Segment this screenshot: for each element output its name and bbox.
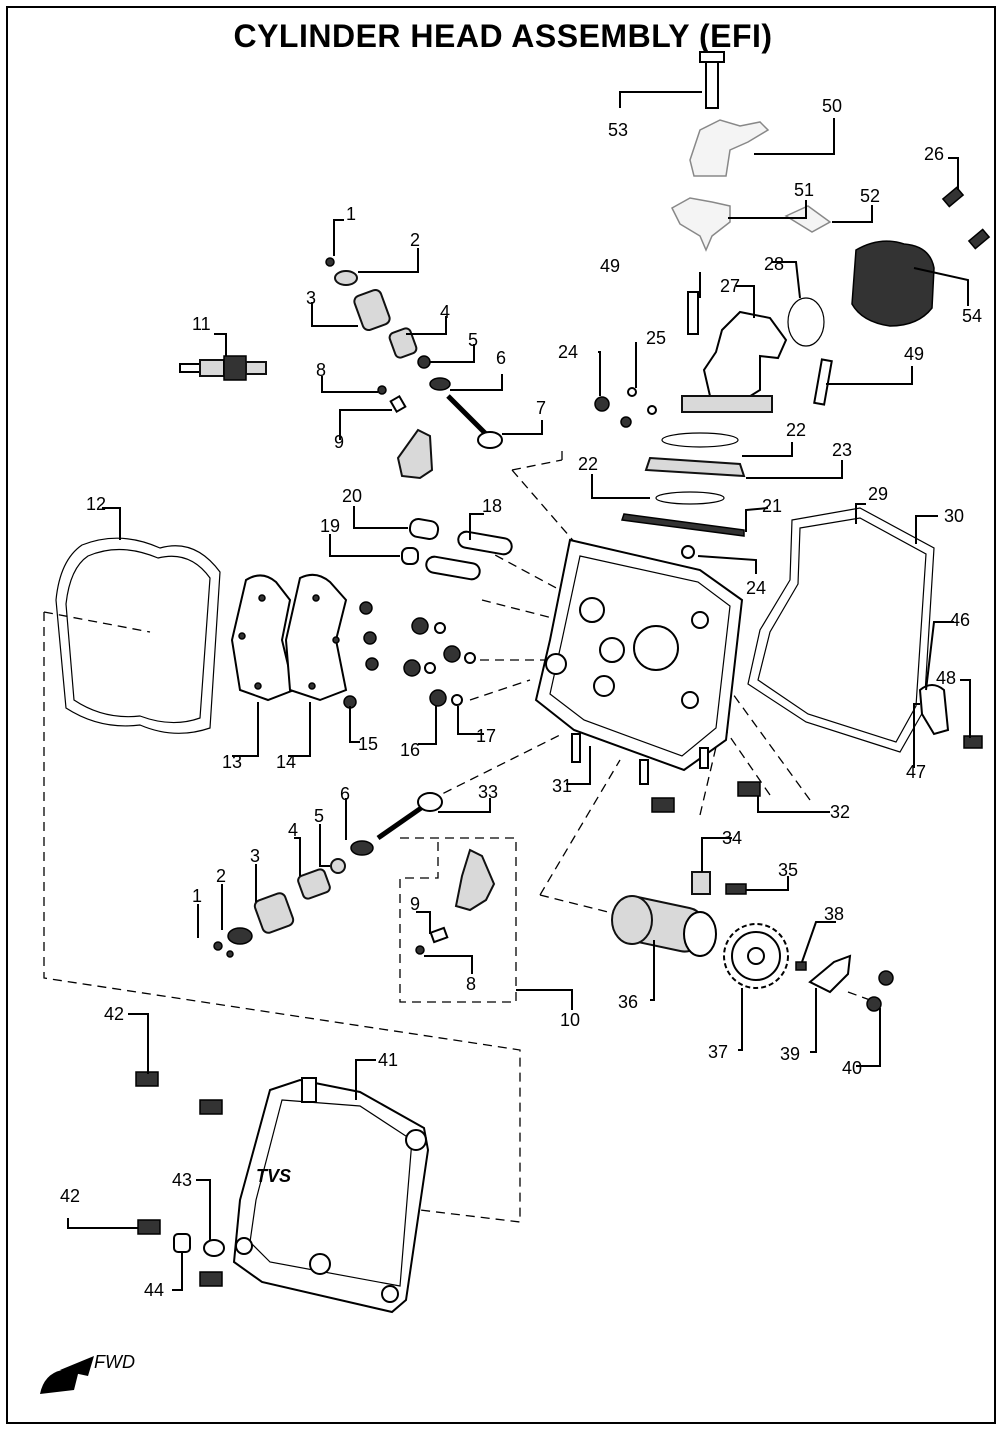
callout-38: 38 [824,904,844,924]
callout-51: 51 [794,180,814,200]
callout-9: 9 [334,432,344,452]
callout-10: 10 [560,1010,580,1030]
intake-gaskets [594,387,746,559]
callout-40: 40 [842,1058,862,1078]
callout-30: 30 [944,506,964,526]
callout-54: 54 [962,306,982,326]
callout-17: 17 [476,726,496,746]
leader-lines [67,91,971,1291]
callout-7: 7 [536,398,546,418]
callout-labels: 53 50 26 51 52 1 2 49 28 27 54 3 4 11 5 … [60,96,982,1300]
spark-plug [179,355,267,381]
callout-42: 42 [104,1004,124,1024]
callout-32: 32 [830,802,850,822]
callout-39: 39 [780,1044,800,1064]
callout-50: 50 [822,96,842,116]
cylinder-head [534,538,744,785]
intake-manifold [681,291,833,413]
callout-25: 25 [646,328,666,348]
callout-47: 47 [906,762,926,782]
cylinder-head-cover: TVS [135,1071,430,1314]
callout-52: 52 [860,186,880,206]
callout-18: 18 [482,496,502,516]
callout-5-lower: 5 [314,806,324,826]
plate-bolts-and-nuts [343,601,476,709]
callout-22: 22 [786,420,806,440]
callout-19: 19 [320,516,340,536]
callout-29: 29 [868,484,888,504]
fuel-injector-assembly [671,51,832,252]
callout-33: 33 [478,782,498,802]
callout-5: 5 [468,330,478,350]
shafts-and-pins [401,517,513,581]
callout-4: 4 [440,302,450,322]
callout-8: 8 [316,360,326,380]
valve-cover-gasket [55,537,221,734]
callout-1: 1 [346,204,356,224]
callout-22-lower: 22 [578,454,598,474]
breather-plates [230,573,348,702]
diagram-frame [6,6,996,1424]
page-title: CYLINDER HEAD ASSEMBLY (EFI) [233,18,773,54]
forward-direction-arrow: FWD [40,1352,135,1394]
callout-36: 36 [618,992,638,1012]
rocker-arm-kit [415,848,496,955]
callout-4-lower: 4 [288,820,298,840]
callout-46: 46 [950,610,970,630]
callout-9-lower: 9 [410,894,420,914]
callout-2-lower: 2 [216,866,226,886]
callout-24-lower: 24 [746,578,766,598]
callout-27: 27 [720,276,740,296]
callout-15: 15 [358,734,378,754]
callout-3-lower: 3 [250,846,260,866]
lower-valve-train [213,792,443,958]
callout-28: 28 [764,254,784,274]
callout-21: 21 [762,496,782,516]
callout-6: 6 [496,348,506,368]
callout-26: 26 [924,144,944,164]
callout-37: 37 [708,1042,728,1062]
callout-48: 48 [936,668,956,688]
callout-42-lower: 42 [60,1186,80,1206]
callout-3: 3 [306,288,316,308]
callout-23: 23 [832,440,852,460]
callout-11: 11 [192,314,211,334]
callout-35: 35 [778,860,798,880]
callout-49: 49 [600,256,620,276]
callout-24: 24 [558,342,578,362]
fwd-label: FWD [94,1352,135,1372]
callout-49-right: 49 [904,344,924,364]
callout-13: 13 [222,752,242,772]
callout-44: 44 [144,1280,164,1300]
callout-53: 53 [608,120,628,140]
head-cover-seal [747,507,983,753]
callout-14: 14 [276,752,296,772]
callout-34: 34 [722,828,742,848]
callout-16: 16 [400,740,420,760]
upper-valve-train [325,257,503,480]
assembly-dashed-lines [43,445,871,1223]
callout-20: 20 [342,486,362,506]
callout-31: 31 [552,776,572,796]
callout-43: 43 [172,1170,192,1190]
callout-2: 2 [410,230,420,250]
callout-8-lower: 8 [466,974,476,994]
callout-12: 12 [86,494,106,514]
callout-6-lower: 6 [340,784,350,804]
callout-41: 41 [378,1050,398,1070]
brand-logo: TVS [256,1166,291,1186]
callout-1-lower: 1 [192,886,202,906]
camshaft-and-sprocket [611,781,894,1012]
throttle-body [851,186,991,327]
